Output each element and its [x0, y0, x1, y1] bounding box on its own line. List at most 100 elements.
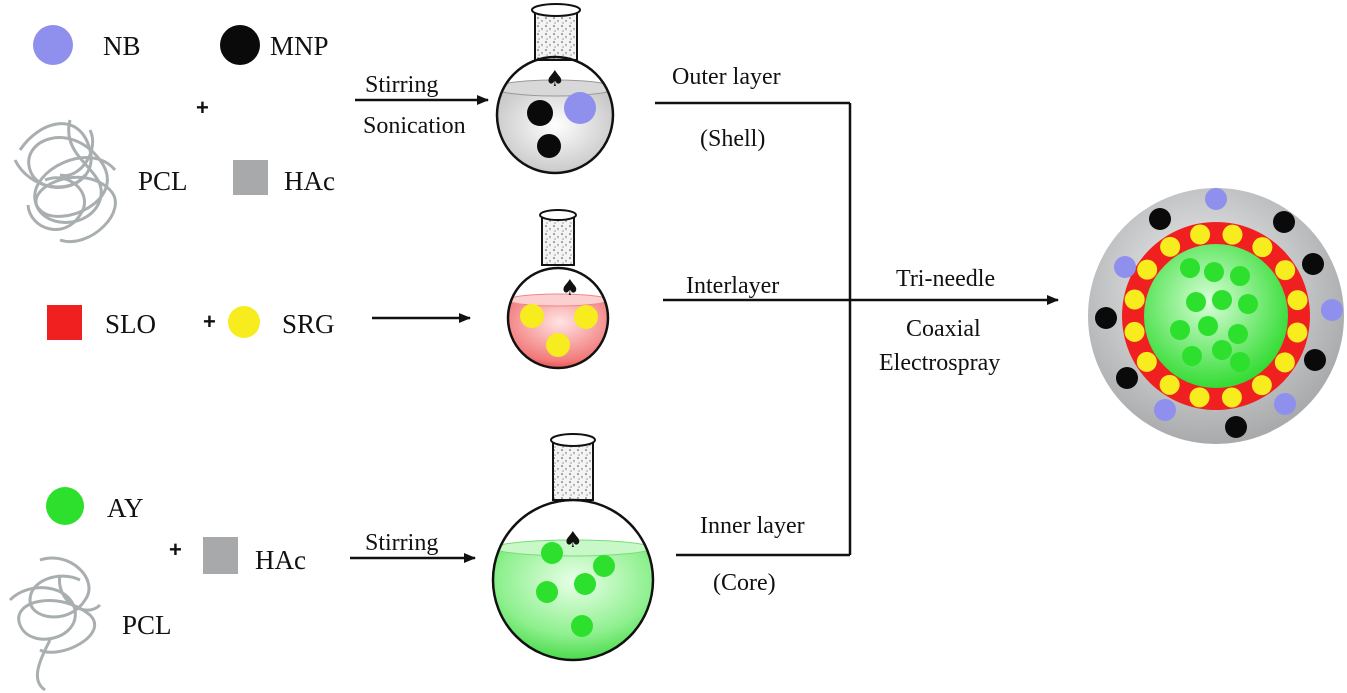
flask-body	[495, 55, 615, 175]
ay-particle	[1212, 290, 1232, 310]
slo-label: SLO	[105, 309, 156, 339]
interlayer-particles	[1124, 224, 1308, 408]
srg-particle	[1159, 374, 1180, 395]
ay-particle	[536, 581, 558, 603]
core	[1144, 244, 1288, 388]
srg-particle	[1252, 237, 1273, 258]
ay-particle	[1170, 320, 1190, 340]
flask-shell: ♠	[495, 3, 615, 175]
ay-particle	[1180, 258, 1200, 278]
electrospray-label: Electrospray	[879, 350, 1000, 376]
nb-particle	[33, 25, 73, 65]
interlayer-label: Interlayer	[686, 273, 779, 299]
nb-particle	[564, 92, 596, 124]
core-shell-particle	[1088, 188, 1344, 444]
ay-particle	[1230, 352, 1250, 372]
srg-particle	[1251, 375, 1272, 396]
outer-layer-branch: Outer layer (Shell)	[655, 64, 850, 152]
mnp-particle	[1116, 367, 1138, 389]
ay-particle	[1230, 266, 1250, 286]
plus-sign: +	[196, 95, 209, 120]
srg-particle	[1124, 289, 1145, 310]
ay-label: AY	[107, 493, 144, 523]
ay-particle	[541, 542, 563, 564]
ay-particle	[1182, 346, 1202, 366]
core-label: (Core)	[713, 570, 776, 596]
ay-particle	[574, 573, 596, 595]
flask-core: ♠	[491, 433, 655, 662]
mnp-particle	[1149, 208, 1171, 230]
mnp-particle	[527, 100, 553, 126]
ay-particle	[593, 555, 615, 577]
srg-label: SRG	[282, 309, 335, 339]
row1-arrow: Stirring Sonication	[355, 72, 489, 139]
flask-neck	[552, 439, 594, 501]
ay-particle	[1228, 324, 1248, 344]
pcl-fiber-icon	[13, 119, 117, 244]
ay-particle	[1198, 316, 1218, 336]
stir-bar-icon: ♠	[560, 276, 580, 301]
interlayer-branch: Interlayer	[663, 273, 1059, 305]
srg-particle	[1137, 259, 1158, 280]
row1-arrow-bottom-label: Sonication	[363, 113, 466, 139]
nb-particle	[1114, 256, 1136, 278]
ay-particle	[1186, 292, 1206, 312]
mnp-particle	[220, 25, 260, 65]
ay-particle	[1238, 294, 1258, 314]
mnp-particle	[1095, 307, 1117, 329]
srg-particle	[1287, 290, 1308, 311]
hac-square	[233, 160, 268, 195]
flask-interlayer: ♠	[506, 209, 610, 370]
srg-particle	[1287, 322, 1308, 343]
plus-sign: +	[203, 309, 216, 334]
stir-bar-icon: ♠	[563, 528, 583, 553]
srg-particle	[1124, 321, 1145, 342]
srg-particle	[1189, 387, 1210, 408]
srg-particle	[1160, 236, 1181, 257]
srg-particle	[1136, 351, 1157, 372]
srg-particle	[1275, 260, 1296, 281]
nb-particle	[1321, 299, 1343, 321]
srg-particle	[520, 304, 544, 328]
flask-neck	[541, 214, 575, 266]
mnp-particle	[1273, 211, 1295, 233]
shell-particles	[1095, 188, 1343, 438]
srg-particle	[574, 305, 598, 329]
srg-particle	[1274, 352, 1295, 373]
inner-layer-label: Inner layer	[700, 513, 805, 539]
inner-layer-branch: Inner layer (Core)	[676, 513, 850, 596]
srg-particle	[1221, 387, 1242, 408]
mnp-particle	[537, 134, 561, 158]
hac-square	[203, 537, 238, 574]
pcl-label: PCL	[122, 610, 172, 640]
pcl-label: PCL	[138, 166, 188, 196]
flask-neck	[534, 9, 578, 61]
row3-arrow-top-label: Stirring	[365, 530, 438, 556]
ay-particle	[1204, 262, 1224, 282]
row1-arrow-top-label: Stirring	[365, 72, 438, 98]
srg-particle	[1190, 224, 1211, 245]
pcl-fiber-icon	[8, 556, 102, 692]
hac-label: HAc	[255, 545, 306, 575]
tri-needle-label: Tri-needle	[896, 266, 995, 292]
outer-layer-label: Outer layer	[672, 64, 781, 90]
srg-particle	[1222, 224, 1243, 245]
row3-arrow: Stirring	[350, 530, 476, 563]
row2-legend: SLO + SRG	[47, 305, 335, 340]
mnp-label: MNP	[270, 31, 329, 61]
nb-particle	[1274, 393, 1296, 415]
shell-label: (Shell)	[700, 126, 765, 152]
mnp-particle	[1225, 416, 1247, 438]
ay-particle	[571, 615, 593, 637]
flask-body	[491, 498, 655, 662]
ay-particle	[1212, 340, 1232, 360]
nb-label: NB	[103, 31, 141, 61]
nb-particle	[1154, 399, 1176, 421]
srg-particle	[228, 306, 260, 338]
core-particles	[1170, 258, 1258, 372]
mnp-particle	[1304, 349, 1326, 371]
plus-sign: +	[169, 537, 182, 562]
slo-square	[47, 305, 82, 340]
coaxial-label: Coaxial	[906, 316, 981, 342]
